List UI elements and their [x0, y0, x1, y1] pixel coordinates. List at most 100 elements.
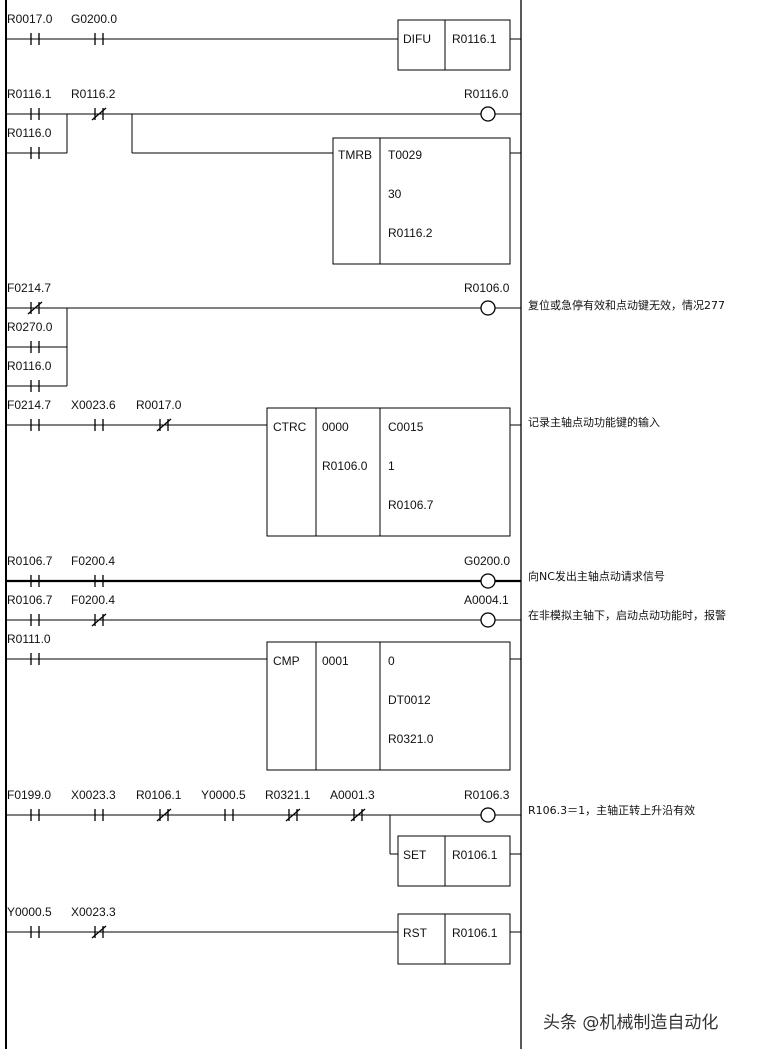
nc-contact — [92, 614, 106, 626]
contact-label: R0270.0 — [7, 320, 53, 334]
coil-label: A0004.1 — [464, 593, 509, 607]
contact-label: G0200.0 — [71, 12, 117, 26]
rung-comment: 复位或急停有效和点动键无效，情况277 — [528, 298, 725, 312]
contact-label: X0023.3 — [71, 905, 116, 919]
function-box-set — [398, 836, 510, 886]
contact-label: Y0000.5 — [201, 788, 246, 802]
function-param: 0 — [388, 654, 395, 668]
coil-label: R0106.3 — [464, 788, 510, 802]
contact-label: X0023.6 — [71, 398, 116, 412]
function-param: 30 — [388, 187, 402, 201]
coil — [481, 613, 495, 627]
nc-contact — [286, 809, 300, 821]
nc-contact — [92, 108, 106, 120]
rung-comment: 记录主轴点动功能键的输入 — [528, 415, 660, 429]
nc-slash — [28, 302, 42, 314]
contact-label: X0023.3 — [71, 788, 116, 802]
rung-comment: 向NC发出主轴点动请求信号 — [528, 569, 665, 583]
coil — [481, 301, 495, 315]
function-param: R0106.0 — [322, 459, 368, 473]
no-contact — [31, 108, 39, 120]
nc-slash — [92, 614, 106, 626]
no-contact — [31, 653, 39, 665]
rung-comment: 在非模拟主轴下，启动点动功能时，报警 — [528, 608, 726, 622]
function-param: R0106.7 — [388, 498, 434, 512]
function-param: C0015 — [388, 420, 424, 434]
coil — [481, 574, 495, 588]
contact-label: R0017.0 — [136, 398, 182, 412]
nc-slash — [351, 809, 365, 821]
function-param: DT0012 — [388, 693, 431, 707]
contact-label: R0111.0 — [7, 632, 51, 646]
nc-contact — [351, 809, 365, 821]
function-box-tmrb — [333, 138, 510, 264]
contact-label: R0321.1 — [265, 788, 311, 802]
function-param: T0029 — [388, 148, 422, 162]
watermark: 头条 @机械制造自动化 — [543, 1013, 718, 1033]
contact-label: F0199.0 — [7, 788, 51, 802]
contact-label: F0200.4 — [71, 593, 115, 607]
contact-label: R0116.2 — [71, 87, 116, 101]
no-contact — [95, 575, 103, 587]
no-contact — [31, 33, 39, 45]
function-name: CTRC — [273, 420, 307, 434]
contact-label: R0116.0 — [7, 126, 52, 140]
no-contact — [31, 575, 39, 587]
function-param: 0001 — [322, 654, 349, 668]
no-contact — [31, 147, 39, 159]
coil — [481, 107, 495, 121]
no-contact — [95, 809, 103, 821]
no-contact — [31, 809, 39, 821]
contact-label: R0017.0 — [7, 12, 53, 26]
contact-label: Y0000.5 — [7, 905, 52, 919]
function-param: R0116.1 — [452, 32, 497, 46]
function-param: R0116.2 — [388, 226, 433, 240]
no-contact — [95, 33, 103, 45]
nc-contact — [157, 809, 171, 821]
no-contact — [31, 341, 39, 353]
no-contact — [31, 614, 39, 626]
contact-label: F0214.7 — [7, 398, 51, 412]
nc-slash — [286, 809, 300, 821]
coil — [481, 808, 495, 822]
contact-label: F0200.4 — [71, 554, 115, 568]
function-box-cmp — [267, 642, 510, 770]
nc-contact — [28, 302, 42, 314]
components — [28, 20, 510, 964]
contact-label: A0001.3 — [330, 788, 375, 802]
no-contact — [31, 380, 39, 392]
rung-comment: R106.3＝1，主轴正转上升沿有效 — [528, 803, 695, 817]
contact-label: R0116.0 — [7, 359, 52, 373]
function-name: SET — [403, 848, 427, 862]
nc-slash — [92, 926, 106, 938]
function-param: R0321.0 — [388, 732, 434, 746]
nc-slash — [157, 809, 171, 821]
no-contact — [225, 809, 233, 821]
nc-contact — [157, 419, 171, 431]
function-box-difu — [398, 20, 510, 70]
contact-label: R0106.7 — [7, 593, 53, 607]
no-contact — [31, 926, 39, 938]
nc-slash — [92, 108, 106, 120]
wiring — [6, 0, 521, 1049]
function-param: R0106.1 — [452, 926, 498, 940]
function-name: CMP — [273, 654, 300, 668]
function-box-ctrc — [267, 408, 510, 536]
function-name: TMRB — [338, 148, 372, 162]
contact-label: R0116.1 — [7, 87, 52, 101]
function-name: DIFU — [403, 32, 431, 46]
function-name: RST — [403, 926, 428, 940]
function-param: 0000 — [322, 420, 349, 434]
no-contact — [95, 419, 103, 431]
coil-label: R0106.0 — [464, 281, 510, 295]
function-param: R0106.1 — [452, 848, 498, 862]
function-box-rst — [398, 914, 510, 964]
contact-label: R0106.1 — [136, 788, 182, 802]
coil-label: G0200.0 — [464, 554, 510, 568]
function-param: 1 — [388, 459, 395, 473]
contact-label: F0214.7 — [7, 281, 51, 295]
nc-contact — [92, 926, 106, 938]
no-contact — [31, 419, 39, 431]
